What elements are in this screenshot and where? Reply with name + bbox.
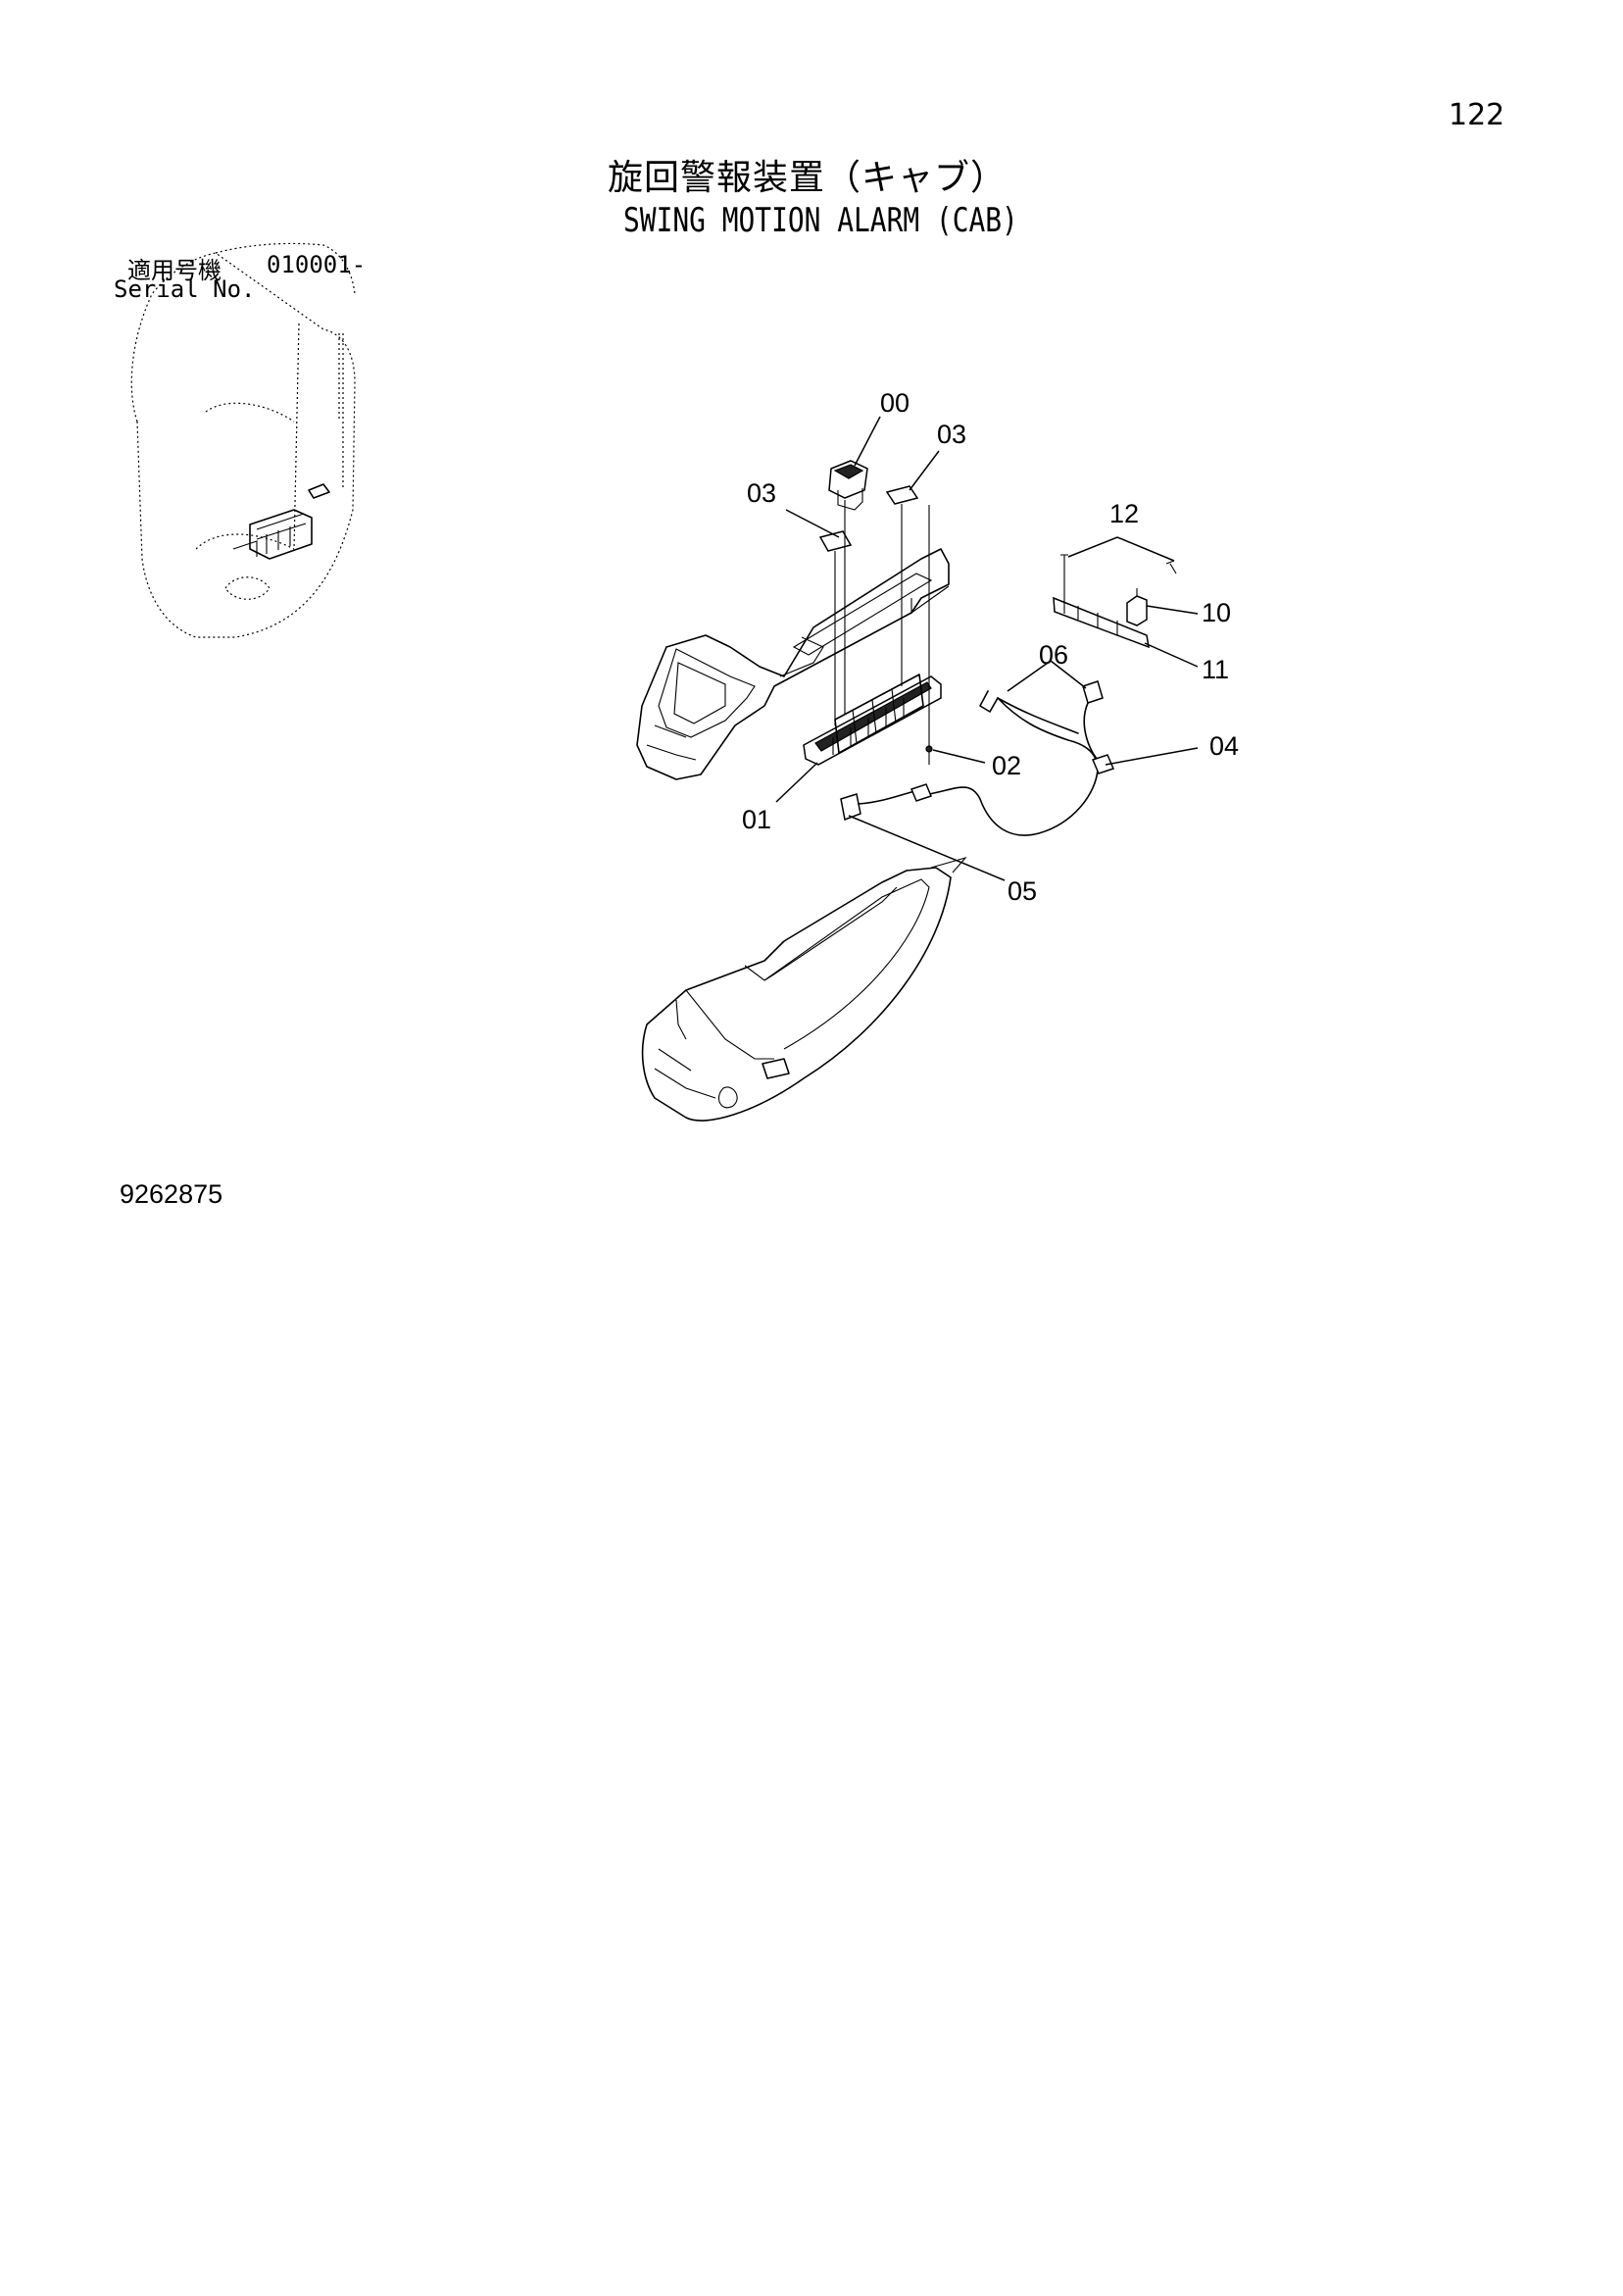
serial-label-japanese: 適用号機: [127, 257, 221, 284]
bolt-02: [925, 745, 933, 753]
seal-03-left: [818, 530, 853, 552]
callout-11: 11: [1202, 655, 1229, 684]
wire-harness-05: [840, 783, 933, 822]
callout-04: 04: [1209, 731, 1239, 761]
callout-00: 00: [880, 388, 910, 418]
seal-03-right: [885, 485, 919, 505]
callout-06: 06: [1039, 640, 1068, 670]
exploded-parts-diagram: 00 03 03 12 10 11 06 04 02 01 05: [130, 242, 1239, 1122]
console-cover-lower: [641, 856, 967, 1122]
bracket-11: [1053, 596, 1150, 649]
alarm-switch-00: [828, 460, 868, 511]
callout-labels: 00 03 03 12 10 11 06 04 02 01 05: [742, 388, 1239, 906]
screw-12: [1060, 554, 1177, 600]
page-title-english: SWING MOTION ALARM (CAB): [623, 201, 1018, 240]
page-title-japanese: 旋回警報装置（キャブ）: [608, 158, 1008, 198]
drawing-number: 9262875: [120, 1179, 223, 1209]
callout-10: 10: [1202, 598, 1231, 627]
wire-harness-04: [928, 680, 1115, 836]
callout-05: 05: [1008, 876, 1037, 906]
relay-10: [1126, 595, 1148, 626]
callout-01: 01: [742, 805, 771, 834]
serial-label-english: Serial No.: [114, 275, 256, 303]
callout-02: 02: [992, 751, 1021, 780]
callout-03-left: 03: [747, 478, 776, 508]
cab-thumbnail: [130, 242, 356, 638]
leader-lines: [775, 416, 1199, 881]
assembly-guide-lines: [834, 504, 930, 765]
serial-number-value: 010001-: [267, 251, 367, 278]
page-number: 122: [1449, 98, 1505, 132]
callout-03-right: 03: [937, 420, 966, 449]
callout-12: 12: [1109, 499, 1139, 528]
console-cover-upper: [636, 548, 950, 780]
switch-panel-01: [803, 674, 942, 766]
